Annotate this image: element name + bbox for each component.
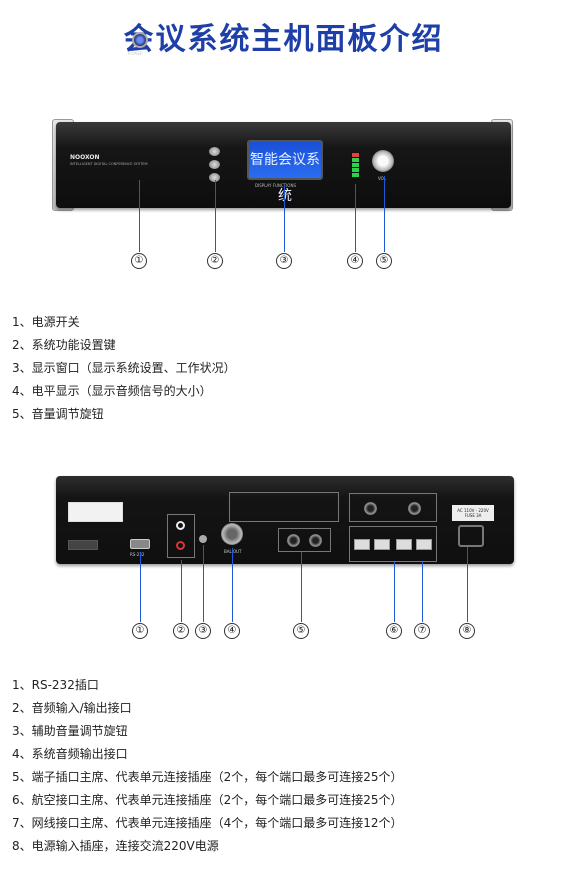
list-item: 8、电源输入插座，连接交流220V电源: [12, 839, 219, 853]
callout-number-1: ①: [131, 253, 147, 269]
rear-callout-number-5: ⑤: [293, 623, 309, 639]
vol-label: VOL: [378, 176, 387, 181]
bal-out-xlr-port: [221, 523, 243, 545]
rear-callout-number-4: ④: [224, 623, 240, 639]
list-item: 5、音量调节旋钮: [12, 407, 104, 421]
volume-knob: [372, 150, 394, 172]
rear-callout-line-6: [394, 562, 395, 622]
callout-line-1: [139, 180, 140, 252]
callout-number-3: ③: [276, 253, 292, 269]
power-rating-label: AC 110V - 220V FUSE 3A: [452, 505, 494, 521]
rear-callout-number-2: ②: [173, 623, 189, 639]
list-item: 5、端子插口主席、代表单元连接插座（2个，每个端口最多可连接25个）: [12, 770, 403, 784]
callout-line-2: [215, 180, 216, 252]
list-item: 6、航空接口主席、代表单元连接插座（2个，每个端口最多可连接25个）: [12, 793, 403, 807]
list-item: 2、音频输入/输出接口: [12, 701, 132, 715]
terminal-ports-block: [278, 528, 331, 552]
rear-callout-line-1: [140, 552, 141, 622]
list-item: 4、系统音频输出接口: [12, 747, 128, 761]
list-item: 2、系统功能设置键: [12, 338, 116, 352]
certification-marks: [68, 540, 98, 550]
audio-io-block: [167, 514, 195, 558]
rear-callout-line-2: [181, 560, 182, 622]
callout-line-4: [355, 184, 356, 252]
list-item: 3、显示窗口（显示系统设置、工作状况）: [12, 361, 236, 375]
rear-callout-line-4: [232, 548, 233, 622]
callout-line-3: [284, 186, 285, 252]
connection-info-box: [229, 492, 339, 522]
rear-callout-number-8: ⑧: [459, 623, 475, 639]
list-item: 3、辅助音量调节旋钮: [12, 724, 128, 738]
rs232-label: RS-232: [130, 552, 145, 557]
rear-callout-number-3: ③: [195, 623, 211, 639]
aux-volume-knob: [199, 535, 207, 543]
rear-callout-number-1: ①: [132, 623, 148, 639]
rear-callout-line-7: [422, 562, 423, 622]
display-caption: DISPLAY FUNCTIONS: [255, 183, 296, 188]
callout-number-5: ⑤: [376, 253, 392, 269]
function-key-mid: [209, 160, 220, 169]
power-switch: [132, 32, 148, 48]
rear-callout-line-3: [203, 545, 204, 622]
front-feature-list: 1、电源开关 2、系统功能设置键 3、显示窗口（显示系统设置、工作状况） 4、电…: [12, 313, 236, 428]
function-key-up: [209, 147, 220, 156]
warning-label: [68, 502, 123, 522]
power-inlet: [458, 525, 484, 547]
callout-number-2: ②: [207, 253, 223, 269]
list-item: 4、电平显示（显示音频信号的大小）: [12, 384, 212, 398]
list-item: 1、RS-232插口: [12, 678, 99, 692]
aviation-ports-block: [349, 493, 437, 522]
brand-logo: NOOXON INTELLIGENT DIGITAL CONFERENCE SY…: [70, 154, 148, 166]
power-label: POWER: [128, 51, 143, 56]
rear-callout-line-8: [467, 547, 468, 622]
rear-feature-list: 1、RS-232插口 2、音频输入/输出接口 3、辅助音量调节旋钮 4、系统音频…: [12, 676, 403, 860]
level-meter: [351, 152, 360, 182]
list-item: 7、网线接口主席、代表单元连接插座（4个，每个端口最多可连接12个）: [12, 816, 403, 830]
page-title: 会议系统主机面板介绍: [123, 22, 444, 57]
callout-number-4: ④: [347, 253, 363, 269]
rear-callout-number-7: ⑦: [414, 623, 430, 639]
rs232-port: [130, 539, 150, 549]
rear-callout-line-5: [301, 552, 302, 622]
network-ports-block: [349, 526, 437, 562]
rear-callout-number-6: ⑥: [386, 623, 402, 639]
function-key-down: [209, 173, 220, 182]
callout-line-5: [384, 176, 385, 252]
list-item: 1、电源开关: [12, 315, 80, 329]
rear-chassis: [56, 476, 514, 564]
display-window: 智能会议系统: [247, 140, 323, 204]
